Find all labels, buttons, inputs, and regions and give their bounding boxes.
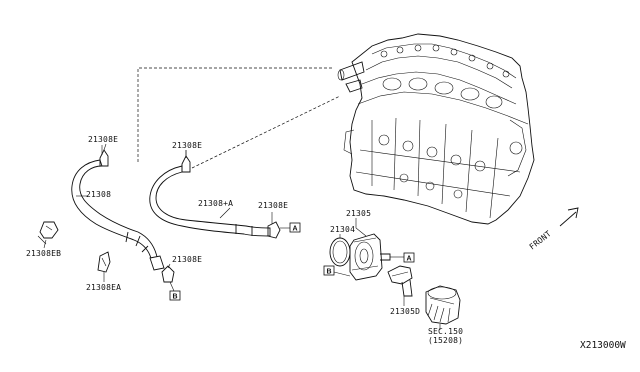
connector-b-bottom: B [169,281,181,301]
label-clamp-left: 21308EB [26,249,61,258]
label-oring: 21304 [330,225,355,234]
bracket-bottom [97,251,111,273]
label-hose-mid: 21308+A [198,199,233,208]
label-sec-line2: (15208) [428,336,463,345]
label-hose-left: 21308 [86,190,111,199]
connector-a-mid-label: A [292,226,297,233]
oil-filter [425,285,461,325]
connector-a-cooler: A [403,252,415,263]
connector-b-cooler-label: B [326,269,331,276]
label-clamp-bottom-mid: 21308E [172,255,202,264]
clamp-top-left [99,143,109,167]
hose-mid [149,165,271,237]
hose-left [71,159,165,271]
callout-leaders [43,145,441,330]
engine-block [337,33,535,225]
label-clamp-top-mid: 21308E [172,141,202,150]
diagram-ref-number: X213000W [580,340,626,351]
label-clamp-top-left: 21308E [88,135,118,144]
connector-a-cooler-label: A [406,256,411,263]
label-connector: 21305D [390,307,420,316]
label-oil-cooler-assy: 21305 [346,209,371,218]
clamp-mid-right [267,221,281,239]
connector-b-cooler: B [323,265,335,276]
label-front: FRONT [528,229,553,252]
label-clamp-mid-right: 21308E [258,201,288,210]
connector-fitting [387,265,413,297]
clamp-bottom-mid [161,265,175,283]
connector-b-bottom-label: B [172,294,177,301]
connector-a-mid: A [280,222,301,233]
leader-lines [137,67,341,169]
label-bracket-bottom: 21308EA [86,283,121,292]
front-arrow [559,207,579,227]
label-sec-line1: SEC.150 [428,327,463,336]
oil-cooler [329,233,404,281]
clamp-left [37,221,59,245]
